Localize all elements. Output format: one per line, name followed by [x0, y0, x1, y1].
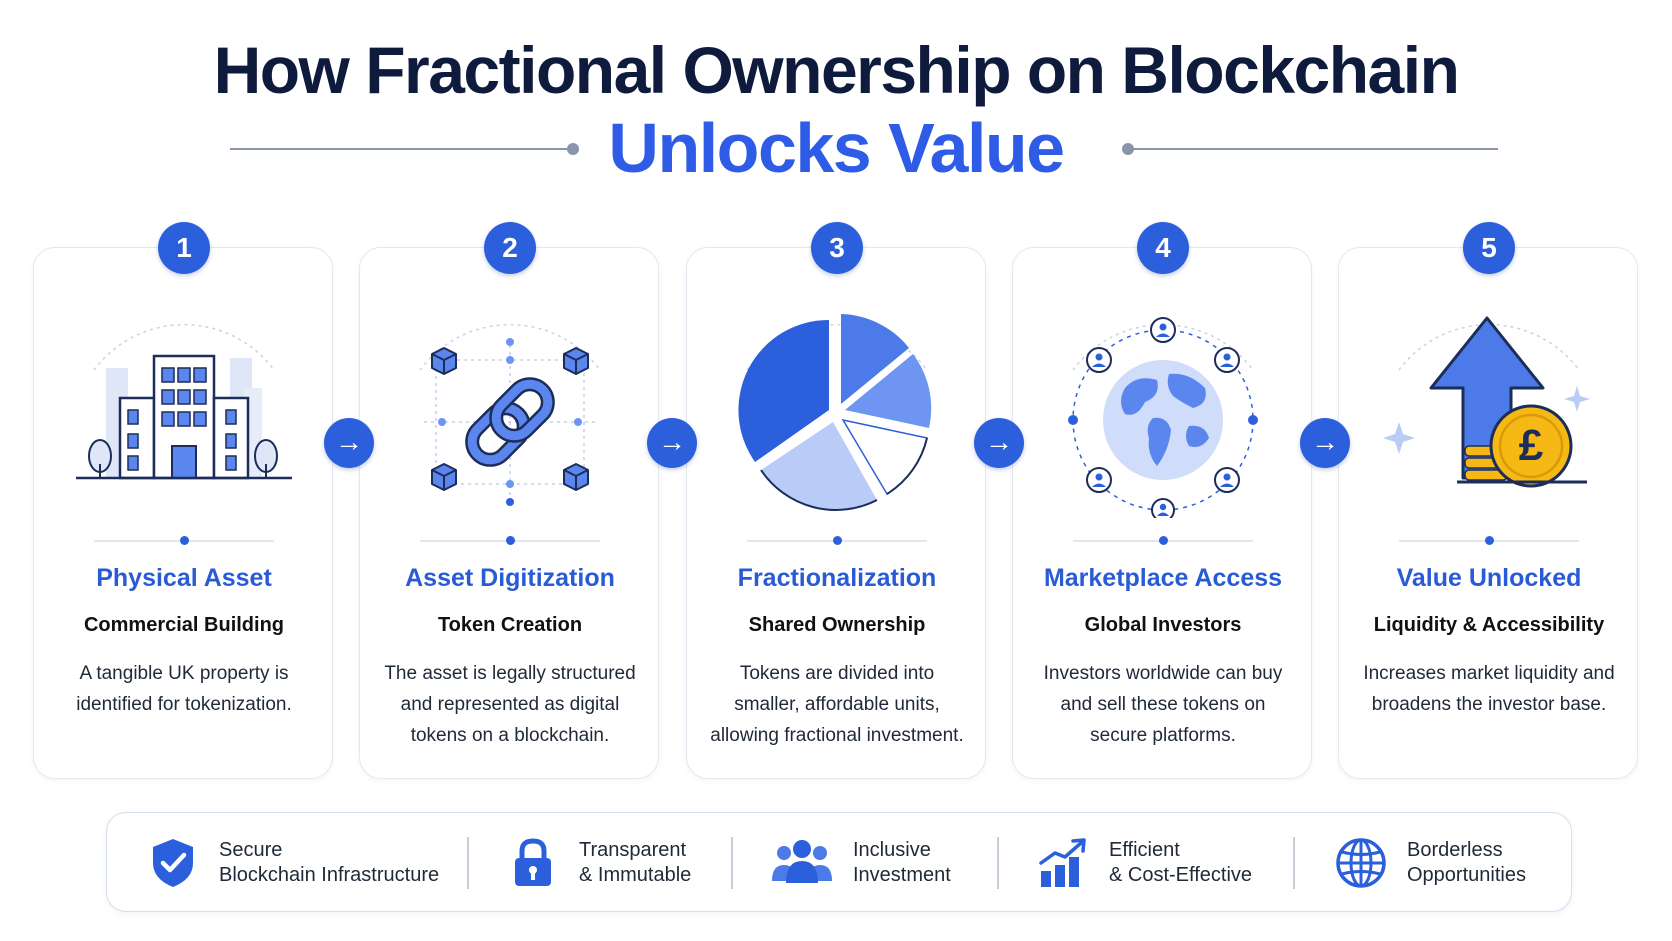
step-number: 2: [484, 222, 536, 274]
step-description: The asset is legally structured and repr…: [384, 663, 636, 746]
card-separator-dot: [833, 536, 842, 545]
globe-investors-icon: [1033, 278, 1293, 522]
benefit-borderless: Borderless Opportunities: [1333, 813, 1526, 913]
step-arrow: →: [647, 418, 697, 468]
step-description: A tangible UK property is identified for…: [76, 663, 292, 715]
step-title: Physical Asset: [96, 564, 272, 592]
building-icon: [54, 278, 314, 518]
card-separator-dot: [1485, 536, 1494, 545]
step-subtitle: Liquidity & Accessibility: [1373, 614, 1605, 636]
step-title: Asset Digitization: [405, 564, 615, 592]
benefit-divider: [467, 837, 469, 889]
benefit-line-1: Secure: [219, 839, 283, 861]
benefit-line-2: & Cost-Effective: [1109, 864, 1253, 886]
title-rule-right: [1128, 148, 1498, 150]
benefit-divider: [997, 837, 999, 889]
benefit-line-2: & Immutable: [579, 864, 692, 886]
card-separator-dot: [180, 536, 189, 545]
step-arrow: →: [324, 418, 374, 468]
shield-check-icon: [145, 835, 201, 891]
benefit-transparent: Transparent & Immutable: [505, 813, 691, 913]
step-description: Increases market liquidity and broadens …: [1363, 663, 1615, 715]
step-cards: 1: [0, 222, 1672, 779]
globe-icon: [1333, 835, 1389, 891]
step-description: Investors worldwide can buy and sell the…: [1043, 663, 1283, 746]
step-subtitle: Global Investors: [1084, 614, 1242, 636]
step-title: Value Unlocked: [1396, 564, 1582, 592]
step-number: 5: [1463, 222, 1515, 274]
title-rule-dot-left: [567, 143, 579, 155]
benefit-line-2: Opportunities: [1407, 864, 1526, 886]
step-card-marketplace-access: 4: [1012, 222, 1312, 779]
benefit-line-2: Investment: [853, 864, 951, 886]
step-subtitle: Shared Ownership: [748, 614, 926, 636]
title-line-2: Unlocks Value: [608, 109, 1065, 187]
growth-chart-icon: [1035, 835, 1091, 891]
step-card-fractionalization: 3 Fractionalization Shared Ownership Tok…: [686, 222, 986, 779]
step-description: Tokens are divided into smaller, afforda…: [710, 663, 964, 746]
benefit-divider: [731, 837, 733, 889]
step-title: Fractionalization: [737, 564, 937, 592]
infographic-title: How Fractional Ownership on Blockchain U…: [0, 32, 1672, 188]
benefit-efficient: Efficient & Cost-Effective: [1035, 813, 1252, 913]
benefit-inclusive: Inclusive Investment: [769, 813, 951, 913]
benefit-divider: [1293, 837, 1295, 889]
card-separator-dot: [1159, 536, 1168, 545]
step-subtitle: Commercial Building: [83, 614, 285, 636]
benefits-bar: Secure Blockchain Infrastructure Transpa…: [106, 812, 1572, 912]
coin-symbol: £: [1518, 421, 1544, 470]
benefit-secure: Secure Blockchain Infrastructure: [145, 813, 439, 913]
benefit-line-1: Transparent: [579, 839, 687, 861]
people-icon: [769, 835, 835, 891]
card-separator-dot: [506, 536, 515, 545]
benefit-line-1: Borderless: [1407, 839, 1503, 861]
benefit-line-1: Efficient: [1109, 839, 1180, 861]
step-number: 1: [158, 222, 210, 274]
step-arrow: →: [974, 418, 1024, 468]
benefit-line-2: Blockchain Infrastructure: [219, 864, 440, 886]
arrow-up-coin-icon: £: [1359, 278, 1619, 518]
step-number: 3: [811, 222, 863, 274]
title-rule-left: [230, 148, 570, 150]
step-card-asset-digitization: 2: [359, 222, 659, 779]
pie-chart-icon: [707, 278, 967, 518]
chain-link-icon: [380, 278, 640, 518]
step-number: 4: [1137, 222, 1189, 274]
step-title: Marketplace Access: [1043, 564, 1283, 592]
benefit-line-1: Inclusive: [853, 839, 931, 861]
step-arrow: →: [1300, 418, 1350, 468]
title-line-1: How Fractional Ownership on Blockchain: [213, 33, 1460, 107]
lock-icon: [505, 835, 561, 891]
step-subtitle: Token Creation: [437, 614, 583, 636]
step-card-physical-asset: 1: [33, 222, 333, 779]
title-row-2: Unlocks Value: [0, 108, 1672, 188]
step-card-value-unlocked: 5 £ Value Unlocked Liquidity & Accessibi…: [1338, 222, 1638, 779]
